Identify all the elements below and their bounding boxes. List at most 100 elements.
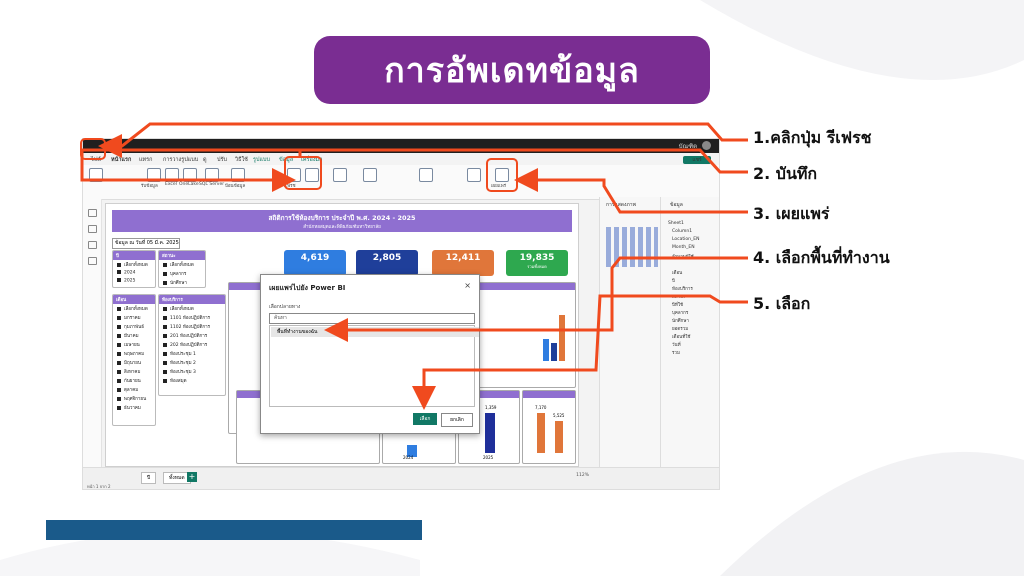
slicer-item[interactable]: 1101 ห้องปฏิบัติการ xyxy=(159,313,225,322)
kpi-card: 12,411 xyxy=(432,250,494,276)
sql-label: SQL Server xyxy=(199,182,225,187)
report-view-icon[interactable] xyxy=(88,209,97,217)
slicer-title: เดือน xyxy=(113,295,155,304)
bar-value: 1,359 xyxy=(485,405,497,410)
publish-icon[interactable] xyxy=(495,168,509,182)
page-info: หน้า 1 จาก 2 xyxy=(87,484,111,489)
field-item[interactable]: บุคลากร xyxy=(672,311,689,316)
onelake-label: OneLake xyxy=(179,182,199,187)
field-item[interactable]: Column1 xyxy=(672,229,693,234)
slicer-item[interactable]: เลือกทั้งหมด xyxy=(159,304,225,313)
field-item[interactable]: ยอดรวม xyxy=(672,327,689,332)
slicer-title: ปี xyxy=(113,251,155,260)
kpi-value: 19,835 xyxy=(519,253,555,263)
copilot-icon[interactable] xyxy=(467,168,481,182)
workspace-item-mine[interactable]: พื้นที่ทำงานของฉัน xyxy=(271,327,479,337)
page-tab[interactable]: ทั้งหมด xyxy=(163,472,191,484)
slicer-item[interactable]: ห้องประชุม 2 xyxy=(159,358,225,367)
slicer-item[interactable]: สิงหาคม xyxy=(113,367,155,376)
status-bar: ปี ทั้งหมด + หน้า 1 จาก 2 112% xyxy=(83,467,719,489)
chart-card-mini3[interactable]: 7,170 5,525 xyxy=(522,390,576,464)
slicer-room[interactable]: ห้องบริการ เลือกทั้งหมด 1101 ห้องปฏิบัติ… xyxy=(158,294,226,396)
field-item[interactable]: นักศึกษา xyxy=(672,319,689,324)
data-pane-header: ข้อมูล xyxy=(670,202,683,208)
slicer-item[interactable]: เลือกทั้งหมด xyxy=(113,304,155,313)
workspace-search-input[interactable]: ค้นหา xyxy=(269,313,475,324)
slicer-item[interactable]: เลือกทั้งหมด xyxy=(113,260,155,269)
visual-icon[interactable] xyxy=(333,168,347,182)
tab-tools[interactable]: เครื่องมือ xyxy=(301,157,323,163)
field-item[interactable]: ห้องบริการ xyxy=(672,287,693,292)
dax-view-icon[interactable] xyxy=(88,257,97,265)
slicer-status[interactable]: สถานะ เลือกทั้งหมด บุคลากร นักศึกษา xyxy=(158,250,206,288)
field-item[interactable]: ปีที่ใช้ xyxy=(672,303,684,308)
avatar[interactable] xyxy=(702,141,711,150)
sensitivity-icon[interactable] xyxy=(419,168,433,182)
viz-icon-grid[interactable] xyxy=(606,227,658,267)
select-button[interactable]: เลือก xyxy=(413,413,437,425)
slicer-item[interactable]: ธันวาคม xyxy=(113,403,155,412)
slicer-item[interactable]: กันยายน xyxy=(113,376,155,385)
slicer-item[interactable]: เลือกทั้งหมด xyxy=(159,260,205,269)
field-item[interactable]: รวม xyxy=(672,351,680,356)
slicer-item[interactable]: ตุลาคม xyxy=(113,385,155,394)
slicer-month[interactable]: เดือน เลือกทั้งหมด มกราคม กุมภาพันธ์ มีน… xyxy=(112,294,156,426)
cancel-button[interactable]: ยกเลิก xyxy=(441,413,473,427)
callout-publish: 3. เผยแพร่ xyxy=(753,204,830,223)
slicer-item[interactable]: 201 ห้องปฏิบัติการ xyxy=(159,331,225,340)
chart-header xyxy=(229,283,271,290)
slicer-year[interactable]: ปี เลือกทั้งหมด 2024 2025 xyxy=(112,250,156,288)
callout-refresh: 1.คลิกปุ่ม รีเฟรช xyxy=(753,128,872,147)
tab-format[interactable]: การวางรูปแบบ xyxy=(163,157,199,163)
page-tab[interactable]: ปี xyxy=(141,472,157,484)
slicer-item[interactable]: 202 ห้องปฏิบัติการ xyxy=(159,340,225,349)
slicer-item[interactable]: 1102 ห้องปฏิบัติการ xyxy=(159,322,225,331)
field-item[interactable]: วันที่ xyxy=(672,343,681,348)
slicer-item[interactable]: 2024 xyxy=(113,269,155,277)
field-item[interactable]: Sheet1 xyxy=(668,221,684,226)
slicer-item[interactable]: 2025 xyxy=(113,277,155,285)
slicer-title: ห้องบริการ xyxy=(159,295,225,304)
slicer-item[interactable]: เมษายน xyxy=(113,340,155,349)
model-view-icon[interactable] xyxy=(88,241,97,249)
user-name: บัณฑิต xyxy=(678,143,697,150)
slicer-item[interactable]: ห้องประชุม 1 xyxy=(159,349,225,358)
measure-icon[interactable] xyxy=(363,168,377,182)
slicer-item[interactable]: มกราคม xyxy=(113,313,155,322)
field-item[interactable]: เดือนที่ใช้ xyxy=(672,335,691,340)
field-item[interactable]: Location_EN xyxy=(672,237,700,242)
chart-header xyxy=(523,391,575,398)
close-icon[interactable]: × xyxy=(464,281,471,290)
transform-icon[interactable] xyxy=(305,168,319,182)
slicer-item[interactable]: มิถุนายน xyxy=(113,358,155,367)
slicer-item[interactable]: พฤศจิกายน xyxy=(113,394,155,403)
tab-view[interactable]: ดู xyxy=(203,157,207,163)
bar xyxy=(543,339,549,361)
slicer-item[interactable]: บุคลากร xyxy=(159,269,205,278)
field-item[interactable]: เดือน xyxy=(672,271,683,276)
tab-format2[interactable]: รูปแบบ xyxy=(253,157,270,163)
table-view-icon[interactable] xyxy=(88,225,97,233)
slicer-item[interactable]: ห้องสมุด xyxy=(159,376,225,385)
field-item[interactable]: Month_EN xyxy=(672,245,695,250)
slicer-item[interactable]: กุมภาพันธ์ xyxy=(113,322,155,331)
share-button[interactable]: แชร์ xyxy=(683,156,711,164)
tab-optimize[interactable]: ปรับ xyxy=(217,157,227,163)
field-item[interactable]: ปี xyxy=(672,279,675,284)
ribbon: รับข้อมูล Excel OneLake SQL Server ป้อนข… xyxy=(83,165,719,200)
slicer-item[interactable]: มีนาคม xyxy=(113,331,155,340)
add-page-button[interactable]: + xyxy=(187,472,197,482)
tab-home[interactable]: หน้าแรก xyxy=(111,157,132,163)
slicer-item[interactable]: พฤษภาคม xyxy=(113,349,155,358)
tab-file[interactable]: ไฟล์ xyxy=(91,157,102,163)
date-label: ข้อมูล ณ วันที่ 05 มี.ค. 2025 xyxy=(112,238,180,249)
slicer-item[interactable]: นักศึกษา xyxy=(159,278,205,287)
tab-insert[interactable]: แทรก xyxy=(139,157,153,163)
tab-help[interactable]: วิธีใช้ xyxy=(235,157,248,163)
report-subtitle: สำนักหอสมุดและพิพิธภัณฑ์มหาวิทยาลัย xyxy=(303,225,381,230)
kpi-value: 4,619 xyxy=(300,253,330,263)
slicer-item[interactable]: ห้องประชุม 3 xyxy=(159,367,225,376)
report-title: สถิติการใช้ห้องบริการ ประจำปี พ.ศ. 2024 … xyxy=(268,214,416,222)
